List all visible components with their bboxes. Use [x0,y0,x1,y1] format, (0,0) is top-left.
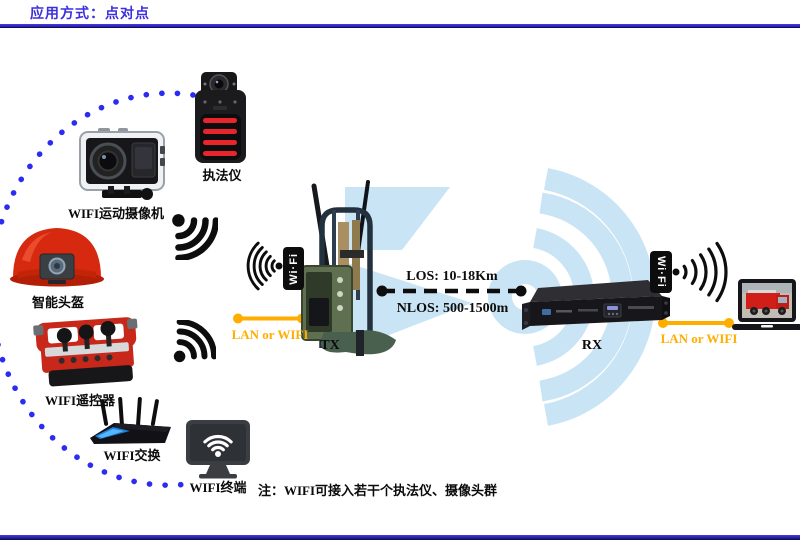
note-text: 注：WIFI可接入若干个执法仪、摄像头群 [258,483,498,498]
wifi-terminal-image [186,420,250,479]
body-camera-label: 执法仪 [202,168,242,183]
rx-receiver-image [522,280,670,330]
wifi-router-label: WIFI交换 [103,448,161,463]
wifi-waves-right-icon [672,241,728,303]
wifi-signal-icon-upper [172,214,218,260]
lan-label-right: LAN or WIFI [660,331,738,346]
wifi-remote-label: WIFI遥控器 [44,393,116,408]
wifi-remote-image [33,317,138,387]
page-title: 应用方式：点对点 [30,7,150,22]
body-camera-image [195,72,246,163]
wifi-badge-right: Wi·Fi [650,251,672,293]
wifi-signal-icon-lower [173,320,216,363]
los-label: LOS: 10-18Km [406,269,498,284]
wifi-badge-right-text: Wi·Fi [655,256,667,288]
smart-helmet-label: 智能头盔 [31,295,84,310]
footer-divider [0,535,800,540]
tx-backpack-image [301,180,396,356]
action-camera-image [79,128,165,200]
smart-helmet-image [10,228,104,287]
wifi-badge-left: Wi·Fi [283,247,304,290]
lan-label-left: LAN or WIFI [231,327,309,342]
lan-connector-right [658,318,734,328]
tx-label: TX [320,338,340,353]
wifi-waves-left-icon [246,241,283,291]
header-divider [0,24,800,28]
rx-label: RX [581,338,603,353]
nlos-label: NLOS: 500-1500m [396,301,509,316]
laptop-image [732,279,800,330]
wifi-badge-left-text: Wi·Fi [287,252,300,285]
wifi-terminal-label: WIFI终端 [189,480,247,495]
link-dashed-line [376,285,527,297]
action-camera-label: WIFI运动摄像机 [67,206,165,221]
wifi-router-image [90,397,171,444]
